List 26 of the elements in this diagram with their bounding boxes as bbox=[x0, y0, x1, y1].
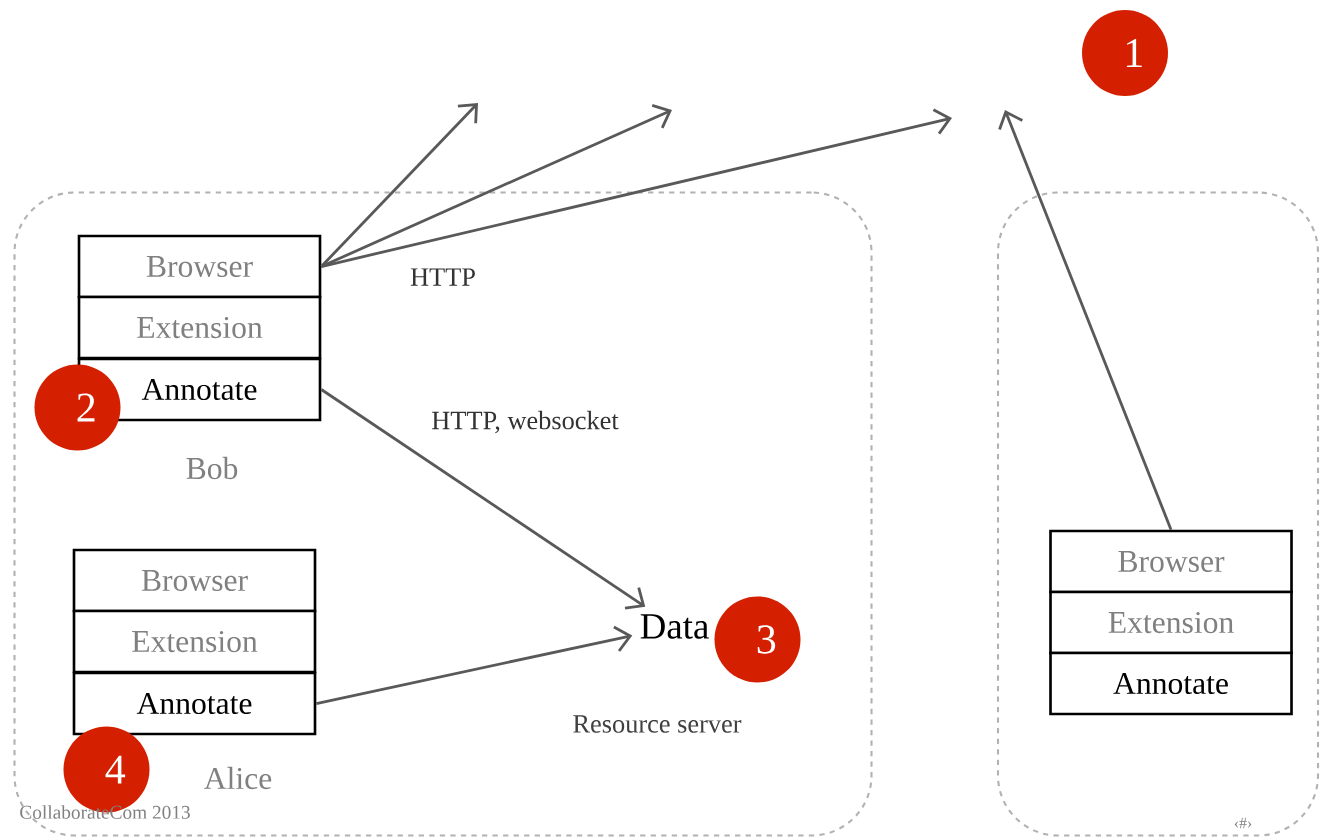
layer-box: Browser bbox=[72, 548, 317, 613]
edge-label: HTTP, websocket bbox=[429, 409, 621, 435]
layer-box: Annotate bbox=[1049, 651, 1293, 716]
layer-box: Browser bbox=[1049, 529, 1293, 594]
arrow bbox=[316, 625, 633, 705]
callout-number: 1 bbox=[1082, 10, 1168, 96]
edge-label: HTTP bbox=[408, 266, 478, 288]
layer-box: Extension bbox=[72, 609, 317, 674]
callout-number: 3 bbox=[714, 596, 801, 683]
callout-number: 2 bbox=[34, 364, 121, 451]
layer-box: Extension bbox=[77, 295, 322, 360]
arrow bbox=[998, 110, 1173, 531]
layer-box: Extension bbox=[1049, 590, 1293, 655]
arrow bbox=[320, 388, 646, 610]
data-label: Data bbox=[640, 614, 709, 639]
layer-box: Annotate bbox=[72, 671, 317, 736]
arrow bbox=[321, 108, 952, 268]
footer-text: ‹#› bbox=[1234, 817, 1252, 829]
group-frame bbox=[996, 191, 1320, 837]
layer-box: Browser bbox=[77, 234, 322, 299]
arrow bbox=[320, 104, 672, 268]
caption-text: Resource server bbox=[573, 715, 742, 733]
arrow bbox=[320, 103, 478, 268]
group-frame bbox=[13, 191, 873, 837]
caption-text: Alice bbox=[204, 766, 272, 790]
caption-text: Bob bbox=[186, 456, 238, 480]
